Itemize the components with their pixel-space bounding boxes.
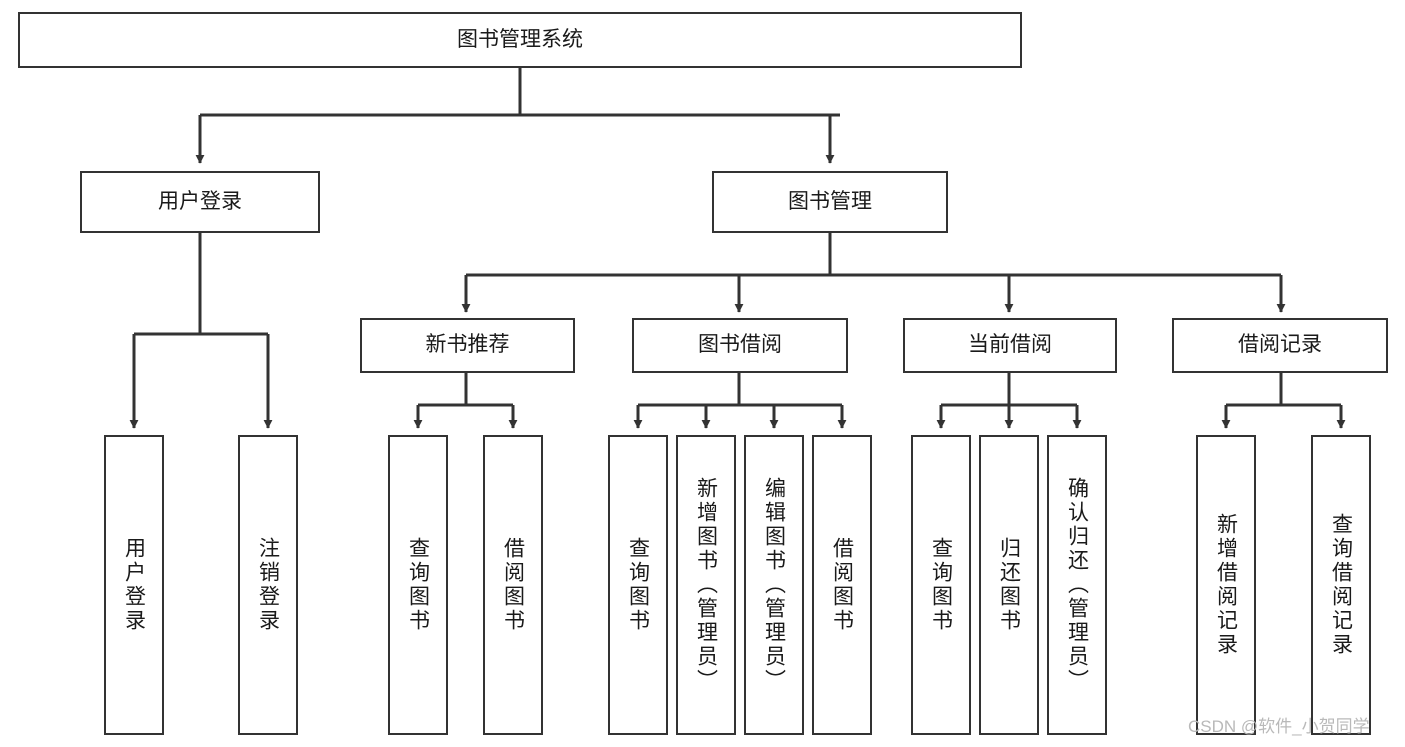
node-leaf-query-book-1[interactable]: 查询图书 (388, 435, 448, 735)
node-leaf-borrow-book-1[interactable]: 借阅图书 (483, 435, 543, 735)
node-new-book-rec[interactable]: 新书推荐 (360, 318, 575, 373)
node-leaf-query-book-2[interactable]: 查询图书 (608, 435, 668, 735)
node-leaf-edit-book-label: 编辑图书（管理员） (762, 477, 786, 693)
node-leaf-query-book-2-label: 查询图书 (626, 537, 650, 633)
node-leaf-user-login[interactable]: 用户登录 (104, 435, 164, 735)
node-current-borrow[interactable]: 当前借阅 (903, 318, 1117, 373)
node-leaf-query-book-3-label: 查询图书 (929, 537, 953, 633)
node-leaf-borrow-book-2-label: 借阅图书 (830, 537, 854, 633)
node-leaf-logout[interactable]: 注销登录 (238, 435, 298, 735)
node-borrow-record-label: 借阅记录 (1238, 333, 1322, 357)
node-current-borrow-label: 当前借阅 (968, 333, 1052, 357)
node-leaf-borrow-book-2[interactable]: 借阅图书 (812, 435, 872, 735)
node-book-manage[interactable]: 图书管理 (712, 171, 948, 233)
node-user-login-label: 用户登录 (158, 189, 242, 213)
node-leaf-logout-label: 注销登录 (256, 537, 280, 633)
csdn-watermark: CSDN @软件_小贺同学 (1188, 717, 1370, 736)
node-leaf-confirm-return[interactable]: 确认归还（管理员） (1047, 435, 1107, 735)
node-leaf-add-book-label: 新增图书（管理员） (694, 477, 718, 693)
node-leaf-add-record-label: 新增借阅记录 (1214, 513, 1238, 657)
node-leaf-edit-book[interactable]: 编辑图书（管理员） (744, 435, 804, 735)
node-new-book-rec-label: 新书推荐 (425, 333, 510, 357)
node-leaf-add-record[interactable]: 新增借阅记录 (1196, 435, 1256, 735)
node-leaf-query-record[interactable]: 查询借阅记录 (1311, 435, 1371, 735)
node-borrow-record[interactable]: 借阅记录 (1172, 318, 1388, 373)
node-user-login[interactable]: 用户登录 (80, 171, 320, 233)
node-leaf-borrow-book-1-label: 借阅图书 (501, 537, 525, 633)
node-leaf-user-login-label: 用户登录 (122, 537, 146, 633)
node-book-borrow-label: 图书借阅 (698, 333, 782, 357)
node-leaf-query-book-3[interactable]: 查询图书 (911, 435, 971, 735)
node-leaf-query-book-1-label: 查询图书 (406, 537, 430, 633)
node-leaf-confirm-return-label: 确认归还（管理员） (1065, 477, 1089, 693)
node-leaf-return-book[interactable]: 归还图书 (979, 435, 1039, 735)
node-leaf-return-book-label: 归还图书 (997, 537, 1021, 633)
node-root-label: 图书管理系统 (457, 27, 583, 51)
node-root[interactable]: 图书管理系统 (18, 12, 1022, 68)
node-leaf-query-record-label: 查询借阅记录 (1329, 513, 1353, 657)
node-leaf-add-book[interactable]: 新增图书（管理员） (676, 435, 736, 735)
node-book-borrow[interactable]: 图书借阅 (632, 318, 848, 373)
node-book-manage-label: 图书管理 (788, 189, 872, 213)
